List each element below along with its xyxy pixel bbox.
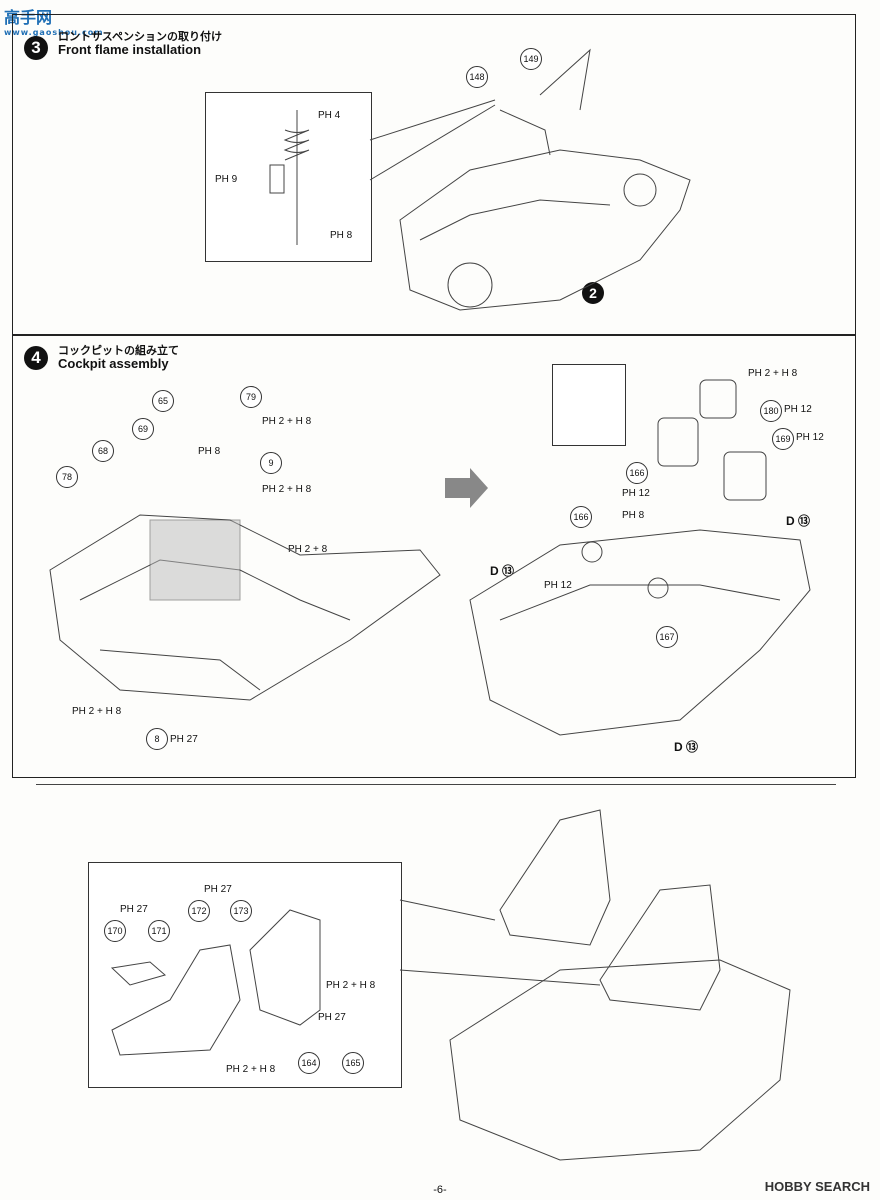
step4-knob-inset <box>552 364 626 446</box>
seats-inset <box>88 862 402 1088</box>
step3-panel <box>12 14 856 336</box>
seats-part-170: 170 <box>104 920 126 942</box>
step4-title-en: Cockpit assembly <box>58 356 169 371</box>
step4-part-8: 8 <box>146 728 168 750</box>
step4-label-k: PH 8 <box>622 510 645 521</box>
seats-part-171: 171 <box>148 920 170 942</box>
seats-part-173: 173 <box>230 900 252 922</box>
hobby-search-watermark: HOBBY SEARCH <box>764 1179 870 1194</box>
step4-title-jp: コックピットの組み立て <box>58 344 179 357</box>
step3-number: 3 <box>24 36 48 60</box>
page-number: -6- <box>433 1184 447 1196</box>
step4-label-b: PH 8 <box>198 446 221 457</box>
step3-part-148: 148 <box>466 66 488 88</box>
seats-label-c: PH 2 + H 8 <box>326 980 376 991</box>
step4-part-167: 167 <box>656 626 678 648</box>
step4-part-169: 169 <box>772 428 794 450</box>
seats-label-b: PH 27 <box>204 884 232 895</box>
seats-label-d: PH 27 <box>318 1012 346 1023</box>
seats-part-165: 165 <box>342 1052 364 1074</box>
step4-label-d: PH 2 + 8 <box>288 544 328 555</box>
step4-part-79: 79 <box>240 386 262 408</box>
step4-label-l: PH 12 <box>544 580 572 591</box>
step3-spring-inset <box>205 92 372 262</box>
step3-title-en: Front flame installation <box>58 42 202 57</box>
step4-dtag-b: D ⑬ <box>490 564 515 578</box>
step4-dtag-c: D ⑬ <box>674 740 699 754</box>
seats-part-172: 172 <box>188 900 210 922</box>
step4-part-166-b: 166 <box>570 506 592 528</box>
step4-part-65: 65 <box>152 390 174 412</box>
step3-label-ph9: PH 9 <box>215 174 238 185</box>
seats-label-e: PH 2 + H 8 <box>226 1064 276 1075</box>
step4-number: 4 <box>24 346 48 370</box>
step3-label-ph8: PH 8 <box>330 230 353 241</box>
step4-panel <box>12 334 856 778</box>
step3-ref-2: 2 <box>582 282 604 304</box>
step4-part-69: 69 <box>132 418 154 440</box>
step4-part-166-a: 166 <box>626 462 648 484</box>
step3-label-ph4: PH 4 <box>318 110 341 121</box>
step4-part-78: 78 <box>56 466 78 488</box>
step4-label-g: PH 2 + H 8 <box>748 368 798 379</box>
step4-part-180: 180 <box>760 400 782 422</box>
step4-label-f: PH 27 <box>170 734 198 745</box>
seats-part-164: 164 <box>298 1052 320 1074</box>
step4-label-e: PH 2 + H 8 <box>72 706 122 717</box>
step4-label-c: PH 2 + H 8 <box>262 484 312 495</box>
step4-part-68: 68 <box>92 440 114 462</box>
section-divider <box>36 784 836 785</box>
step4-dtag-a: D ⑬ <box>786 514 811 528</box>
step3-title-jp: ロントサスペンションの取り付け <box>58 30 223 43</box>
site-watermark: 高手网 www.gaoshou.com <box>4 8 104 37</box>
step4-label-j: PH 12 <box>622 488 650 499</box>
seats-label-a: PH 27 <box>120 904 148 915</box>
step4-label-h: PH 12 <box>784 404 812 415</box>
step4-label-a: PH 2 + H 8 <box>262 416 312 427</box>
step4-label-i: PH 12 <box>796 432 824 443</box>
step3-part-149: 149 <box>520 48 542 70</box>
step4-part-9: 9 <box>260 452 282 474</box>
